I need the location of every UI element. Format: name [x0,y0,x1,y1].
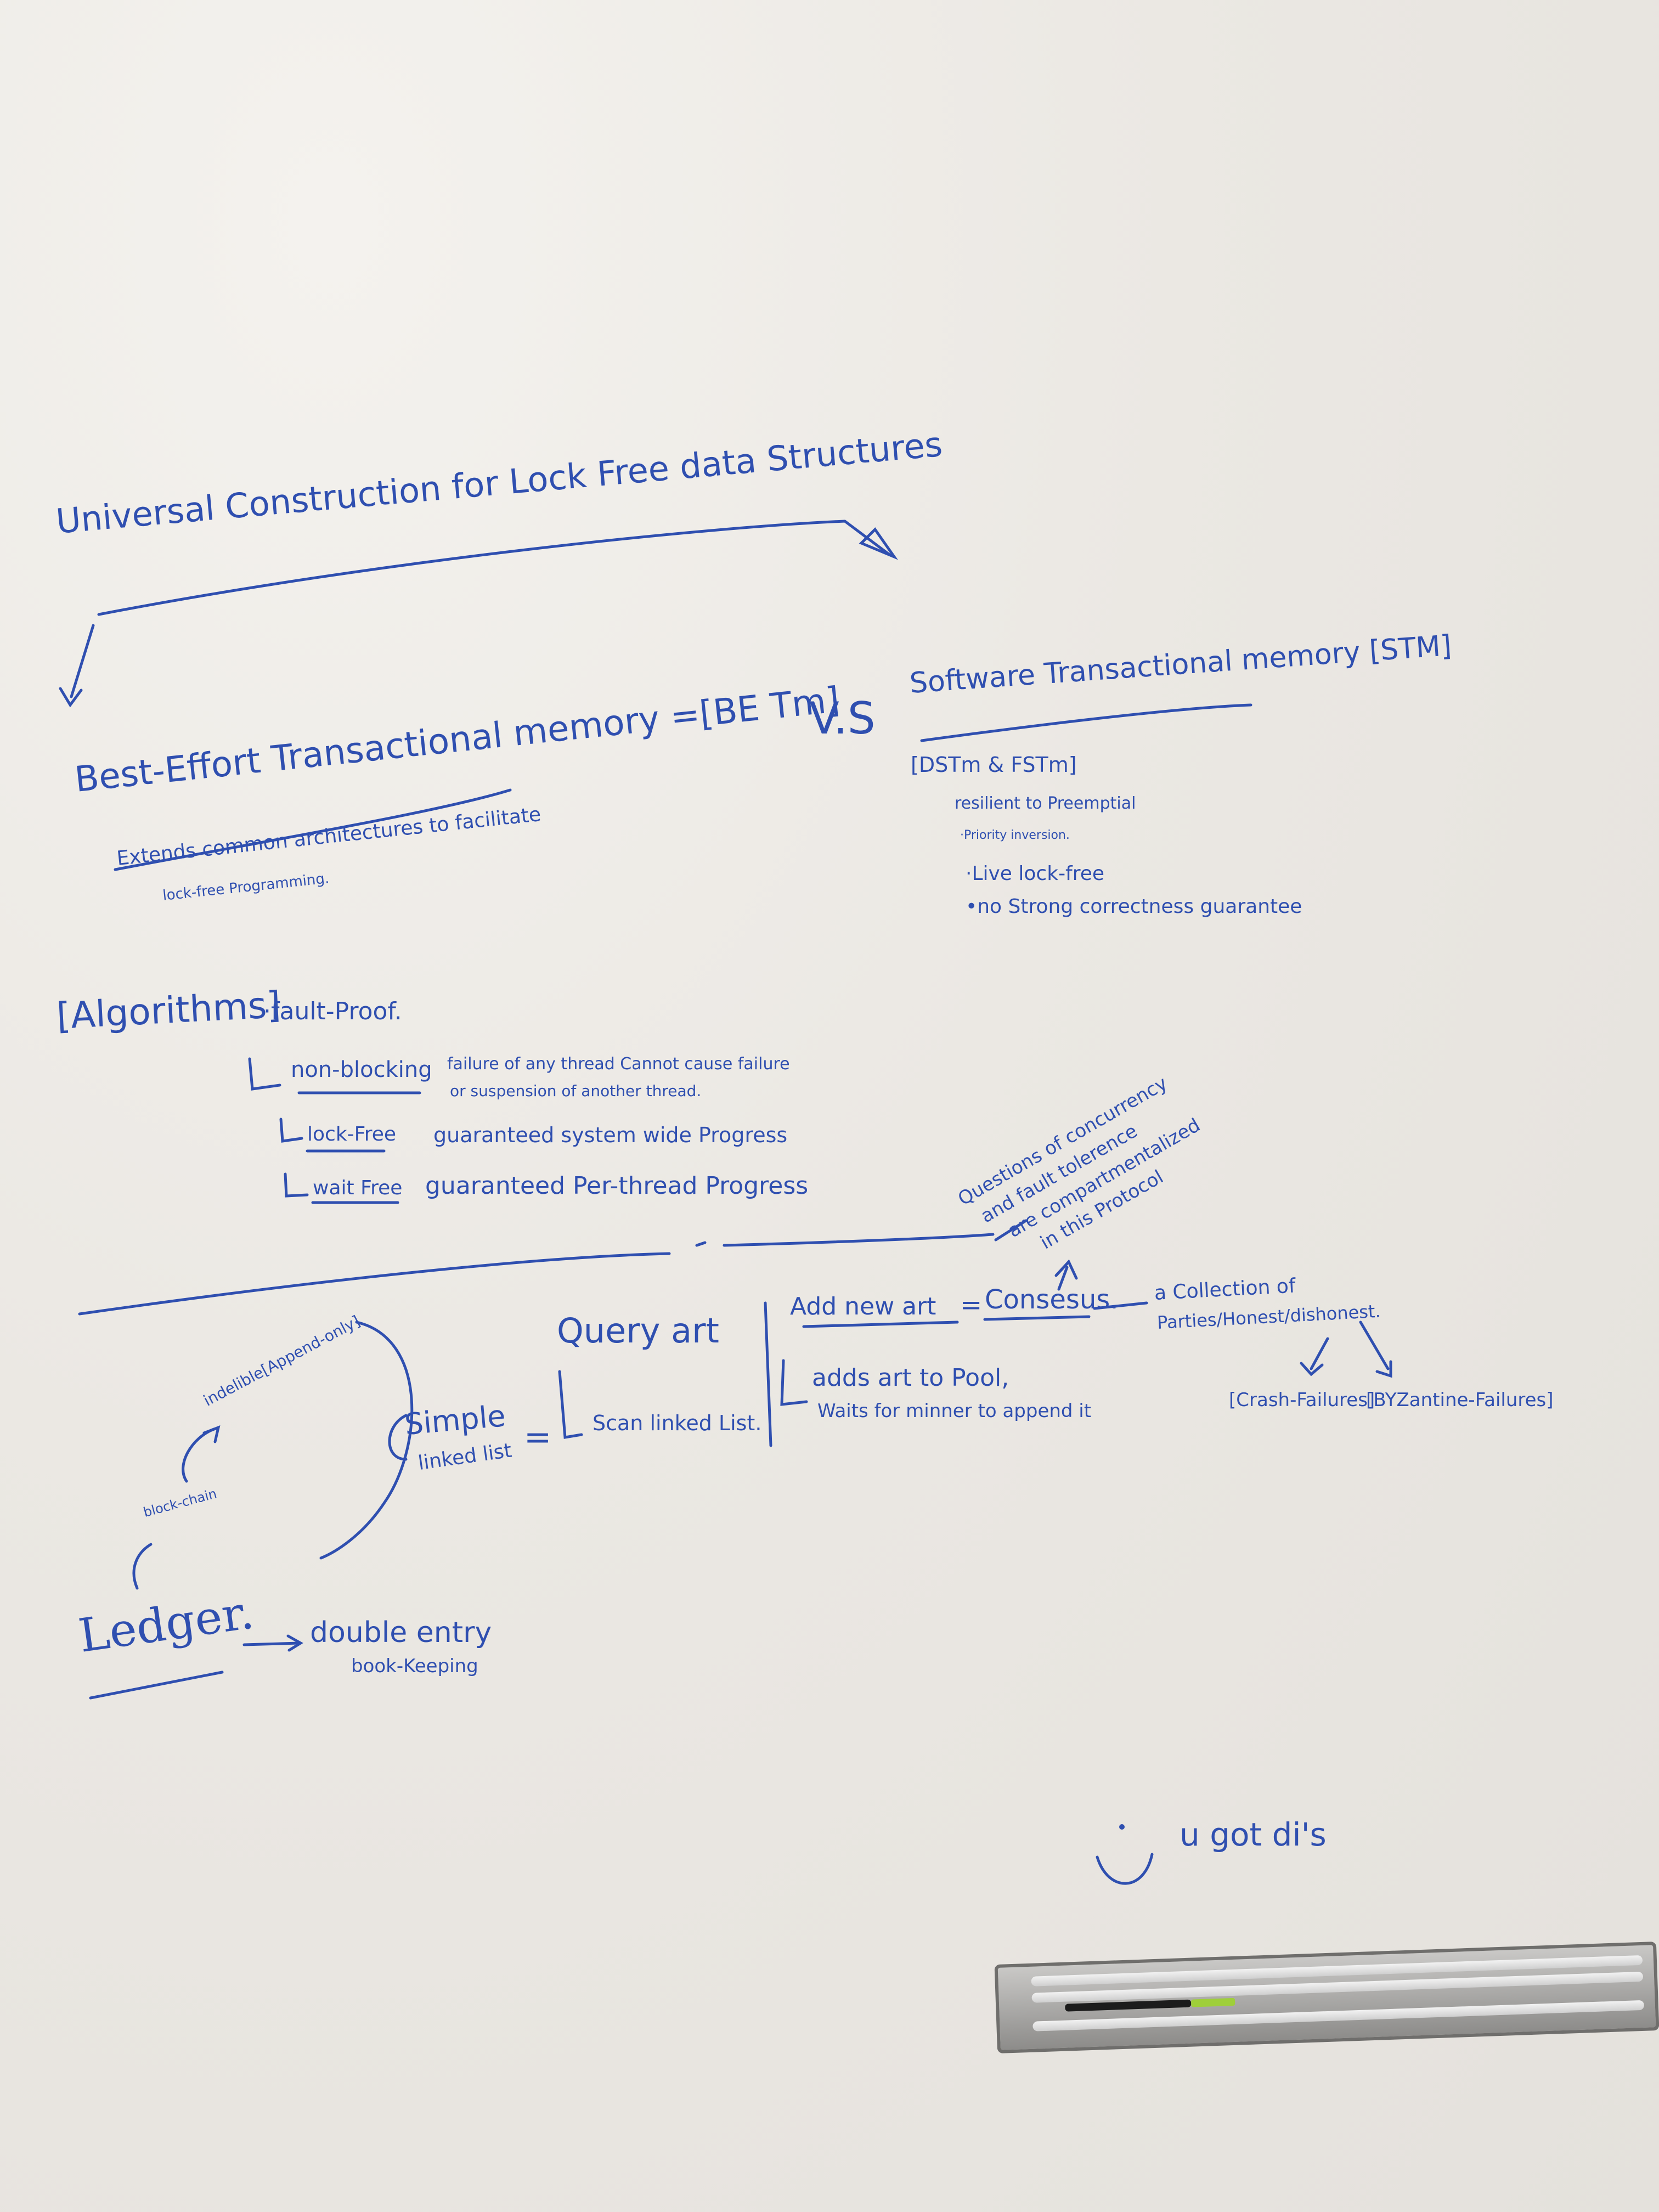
parties-left-arrow [1310,1337,1329,1370]
lockfree-term: lock-Free [307,1123,397,1146]
query-art-label: Query art [557,1311,719,1351]
marker-pen[interactable] [1065,1999,1192,2012]
consensus-up-arrowhead [1054,1259,1078,1280]
simple-curl [388,1414,408,1461]
waitfree-def: guaranteed Per-thread Progress [425,1172,809,1200]
lockfree-bracket [279,1118,303,1143]
waits-minner-label: Waits for minner to append it [817,1400,1092,1422]
double-entry-label: double entry [310,1616,492,1649]
simple-label: Simple [403,1398,507,1442]
parties-right-arrow [1359,1321,1390,1370]
add-art-underline [802,1321,959,1328]
consensus-label: Consesus. [985,1284,1119,1315]
blockchain-up-arrowhead [202,1425,221,1443]
versus-label: V.S [809,693,876,744]
ledger-up-arrow [132,1543,153,1590]
bookkeeping-label: book-Keeping [351,1655,478,1677]
questions-arrow [994,1219,1028,1242]
section-divider-right [723,1233,995,1247]
crash-failures-label: [Crash-Failures] [1229,1389,1375,1411]
nonblocking-def1: failure of any thread Cannot cause failu… [447,1054,790,1074]
stm-bullet4: •no Strong correctness guarantee [966,895,1302,918]
smiley-mouth [1096,1853,1154,1885]
consensus-to-collection-arrow [1093,1301,1148,1310]
consensus-underline [983,1315,1091,1321]
ledger-arrow [242,1641,301,1646]
nonblocking-def2: or suspension of another thread. [450,1082,702,1100]
divider-caret [695,1241,707,1247]
ledger-curly-brace [319,1321,414,1560]
stm-bullet3: ·Live lock-free [966,862,1105,885]
left-down-arrow [70,624,95,698]
smiley-eye [1119,1824,1125,1830]
ledger-underline [89,1671,224,1700]
marker-cap[interactable] [1190,1997,1235,2007]
adds-art-label: adds art to Pool, [812,1364,1009,1392]
stm-sub: [DSTm & FSTm] [911,753,1077,777]
left-down-arrowhead [59,687,83,708]
consensus-up-arrow [1057,1266,1069,1291]
nonblocking-bracket [248,1057,281,1091]
nonblocking-term: non-blocking [291,1057,432,1082]
scan-bracket [558,1370,583,1439]
parties-right-arrowhead [1375,1360,1392,1378]
stm-bullet1: resilient to Preemptial [955,794,1136,813]
linked-list-equals: = [524,1418,552,1457]
signoff-text: u got di's [1180,1816,1327,1853]
byzantine-failures-label: [BYZantine-Failures] [1366,1389,1554,1411]
blockchain-up-arrow [182,1427,216,1483]
stm-bullet2: ·Priority inversion. [960,828,1070,842]
scan-linked-list: Scan linked List. [592,1411,762,1435]
waitfree-bracket [284,1172,309,1198]
stm-underline [920,703,1252,742]
title-underline-arrow [97,520,890,616]
betm-underline [114,788,512,871]
algorithms-fault: ·fault-Proof. [263,997,402,1025]
title-arrowhead [859,527,898,560]
ledger-arrowhead [286,1634,303,1652]
adds-bracket [780,1359,808,1406]
section-divider [78,1252,671,1316]
add-new-art-label: Add new art [790,1293,936,1321]
parties-left-arrowhead [1300,1362,1324,1376]
add-art-equals: = [960,1290,983,1321]
vertical-separator [764,1301,772,1447]
lockfree-def: guaranteed system wide Progress [433,1123,788,1147]
waitfree-term: wait Free [313,1177,403,1199]
